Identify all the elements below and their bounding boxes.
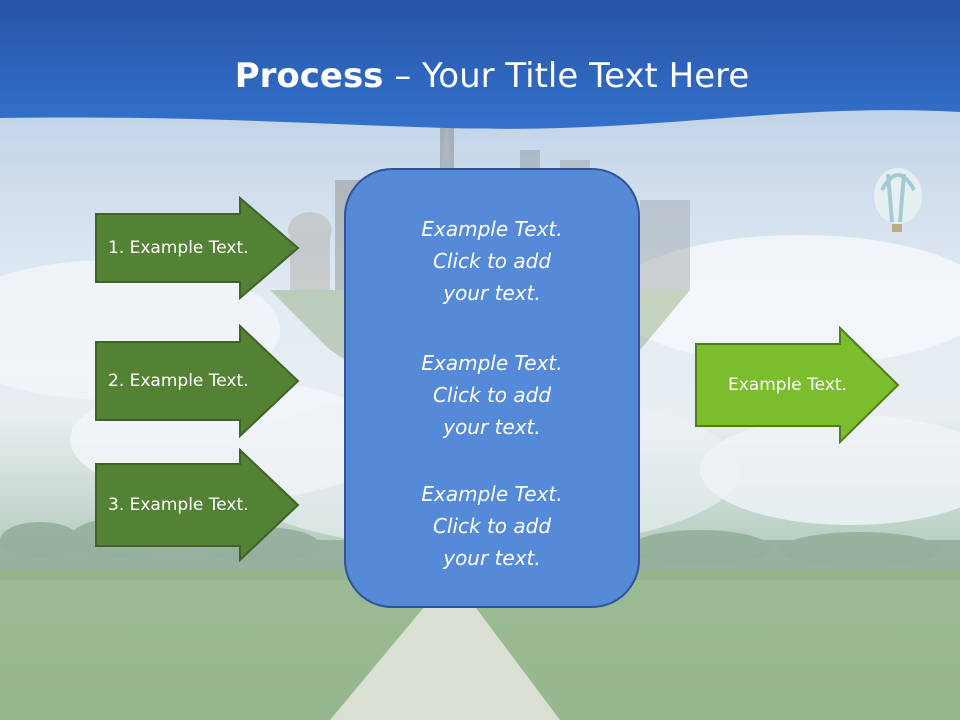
center-panel-text-3[interactable]: Example Text. Click to add your text.: [421, 482, 563, 570]
process-arrow-3[interactable]: 3. Example Text.: [94, 448, 300, 562]
center-panel-text-2[interactable]: Example Text. Click to add your text.: [421, 351, 563, 439]
process-arrow-1[interactable]: 1. Example Text.: [94, 196, 300, 300]
title-rest: – Your Title Text Here: [383, 56, 750, 96]
hot-air-balloon: [874, 168, 922, 232]
title-bold: Process: [234, 56, 384, 96]
process-arrow-3-label: 3. Example Text.: [108, 495, 249, 515]
process-arrow-2-label: 2. Example Text.: [108, 371, 249, 391]
dirt-path: [330, 600, 560, 720]
process-arrow-2[interactable]: 2. Example Text.: [94, 324, 300, 438]
page-title: Process – Your Title Text Here: [0, 54, 960, 98]
result-arrow[interactable]: Example Text.: [694, 326, 900, 444]
header-band: [0, 0, 960, 129]
center-panel[interactable]: [344, 168, 640, 608]
result-arrow-label: Example Text.: [728, 375, 847, 395]
center-panel-text-1[interactable]: Example Text. Click to add your text.: [421, 217, 563, 305]
cloud-right: [610, 235, 960, 365]
process-arrow-1-label: 1. Example Text.: [108, 238, 249, 258]
